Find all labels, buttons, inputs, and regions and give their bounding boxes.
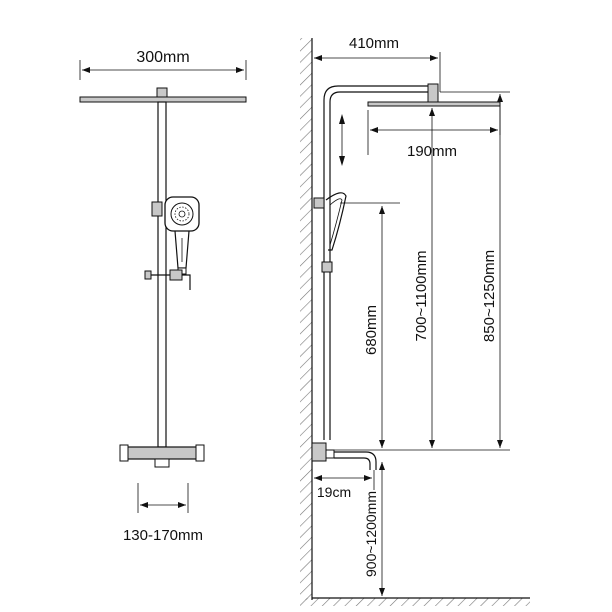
total-height-label: 850~1250mm xyxy=(481,250,498,342)
mixer-bar xyxy=(119,444,205,468)
spout-reach-dimension: 19cm xyxy=(314,470,375,500)
adjust-arrow xyxy=(339,114,345,166)
side-hand-shower xyxy=(313,192,347,273)
mount-height-dimension: 900~1200mm xyxy=(363,462,385,596)
arm-reach-label: 410mm xyxy=(349,35,399,52)
head-height-label: 700~1100mm xyxy=(413,250,430,341)
side-riser-pipe xyxy=(323,83,439,440)
slide-height-label: 680mm xyxy=(363,305,380,355)
mixer-spacing-label: 130-170mm xyxy=(123,527,203,544)
side-view: 410mm 190mm xyxy=(300,35,530,606)
floor-hatch xyxy=(300,598,530,606)
slide-height-dimension: 680mm xyxy=(363,206,385,448)
hand-shower xyxy=(164,196,200,275)
slide-bracket xyxy=(144,269,191,290)
front-width-dimension: 300mm xyxy=(79,49,247,80)
front-view: 300mm xyxy=(79,49,247,544)
arm-reach-dimension: 410mm xyxy=(314,35,441,92)
rain-shower-head xyxy=(79,96,247,103)
side-mixer-spout xyxy=(311,442,377,470)
wall-hatch xyxy=(300,38,312,600)
spout-reach-label: 19cm xyxy=(317,484,351,500)
head-height-dimension: 700~1100mm xyxy=(413,108,435,448)
side-rain-head xyxy=(367,101,501,107)
front-width-label: 300mm xyxy=(136,49,189,66)
total-height-dimension: 850~1250mm xyxy=(481,94,503,448)
mixer-spacing-dimension: 130-170mm xyxy=(123,483,203,544)
mount-height-label: 900~1200mm xyxy=(363,491,379,577)
